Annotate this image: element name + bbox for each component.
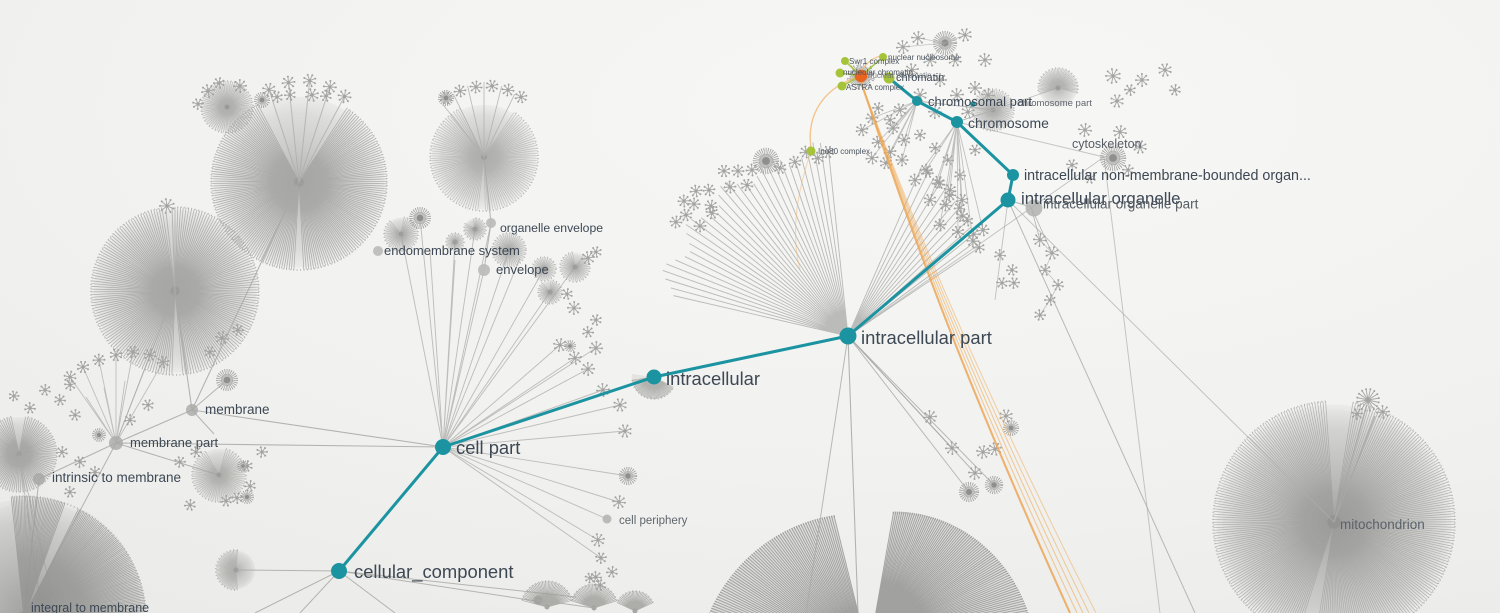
svg-text:mitochondrion: mitochondrion: [1340, 517, 1425, 532]
svg-text:Swr1 complex: Swr1 complex: [849, 57, 899, 66]
svg-text:envelope: envelope: [496, 262, 549, 277]
svg-text:Ino80 complex: Ino80 complex: [818, 147, 870, 156]
svg-text:cytoskeleton: cytoskeleton: [1072, 137, 1142, 151]
svg-text:cellular_component: cellular_component: [354, 561, 513, 583]
svg-text:membrane: membrane: [205, 402, 270, 417]
svg-text:chromosome: chromosome: [968, 115, 1049, 131]
svg-text:nuclear nucleosome: nuclear nucleosome: [888, 53, 960, 62]
svg-text:intracellular part: intracellular part: [861, 327, 992, 348]
svg-text:chromatin: chromatin: [896, 72, 944, 84]
svg-text:intrinsic to membrane: intrinsic to membrane: [52, 470, 181, 485]
svg-text:organelle envelope: organelle envelope: [500, 221, 603, 235]
svg-text:intracellular: intracellular: [666, 368, 760, 389]
svg-text:intracellular organelle: intracellular organelle: [1021, 189, 1181, 208]
svg-text:nuclear chromatin: nuclear chromatin: [868, 71, 932, 80]
svg-text:nucleolar chromatin: nucleolar chromatin: [843, 68, 913, 77]
svg-text:ASTRA complex: ASTRA complex: [846, 83, 904, 92]
svg-text:membrane part: membrane part: [130, 435, 219, 450]
svg-text:chromosomal part: chromosomal part: [928, 94, 1032, 109]
svg-text:chromosome part: chromosome part: [1018, 98, 1092, 109]
svg-text:cell part: cell part: [456, 437, 520, 458]
svg-text:integral to membrane: integral to membrane: [31, 601, 149, 613]
svg-text:intracellular non-membrane-bou: intracellular non-membrane-bounded organ…: [1024, 168, 1311, 184]
svg-text:cell periphery: cell periphery: [619, 515, 688, 527]
svg-text:intracellular organelle part: intracellular organelle part: [1043, 197, 1199, 212]
svg-text:endomembrane system: endomembrane system: [384, 243, 520, 258]
